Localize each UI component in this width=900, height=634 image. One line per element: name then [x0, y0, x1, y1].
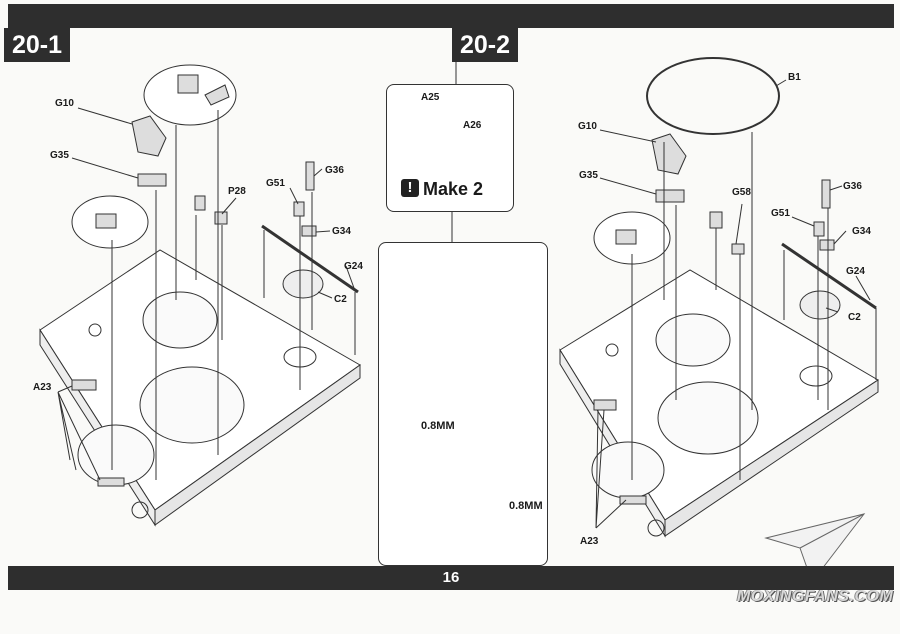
callout-g51-left: G51 — [266, 178, 285, 189]
callout-g10-right: G10 — [578, 121, 597, 132]
make-two-label: !Make 2 — [401, 179, 483, 199]
callout-g51-right: G51 — [771, 208, 790, 219]
callout-g35-right: G35 — [579, 170, 598, 181]
step-20-2-label: 20-2 — [452, 28, 519, 62]
watermark-text: MOXINGFANS.COM — [737, 588, 894, 605]
callout-g35-left: G35 — [50, 150, 69, 161]
callout-a25: A25 — [421, 92, 440, 103]
callout-p28-left: P28 — [228, 186, 246, 197]
make-two-text: Make 2 — [423, 179, 484, 199]
callout-g36-right: G36 — [843, 181, 862, 192]
page-number: 16 — [442, 569, 460, 586]
callout-g58-right: G58 — [732, 187, 751, 198]
measure-label-bottom: 0.8MM — [509, 500, 543, 512]
drill-detail-box: 0.8MM 0.8MM — [378, 242, 548, 566]
callout-g34-left: G34 — [332, 226, 351, 237]
callout-g24-right: G24 — [846, 266, 865, 277]
callout-a23-left: A23 — [33, 382, 52, 393]
top-header-bar — [8, 4, 894, 28]
callout-g24-left: G24 — [344, 261, 363, 272]
callout-c2-right: C2 — [848, 312, 861, 323]
callout-a26: A26 — [463, 120, 482, 131]
callout-g10-left: G10 — [55, 98, 74, 109]
bottom-footer-bar: 16 — [8, 566, 894, 590]
measure-label-top: 0.8MM — [421, 420, 455, 432]
step-20-1-label: 20-1 — [4, 28, 71, 62]
callout-g36-left: G36 — [325, 165, 344, 176]
callout-c2-left: C2 — [334, 294, 347, 305]
callout-b1-right: B1 — [788, 72, 801, 83]
callout-a23-right: A23 — [580, 536, 599, 547]
turret-disk-left — [143, 64, 237, 126]
turret-ring-hole-left — [142, 291, 218, 349]
callout-g34-right: G34 — [852, 226, 871, 237]
exclamation-icon: ! — [401, 179, 419, 197]
ring-b1 — [646, 57, 780, 135]
make-two-callout-box: A25 A26 !Make 2 — [386, 84, 514, 212]
